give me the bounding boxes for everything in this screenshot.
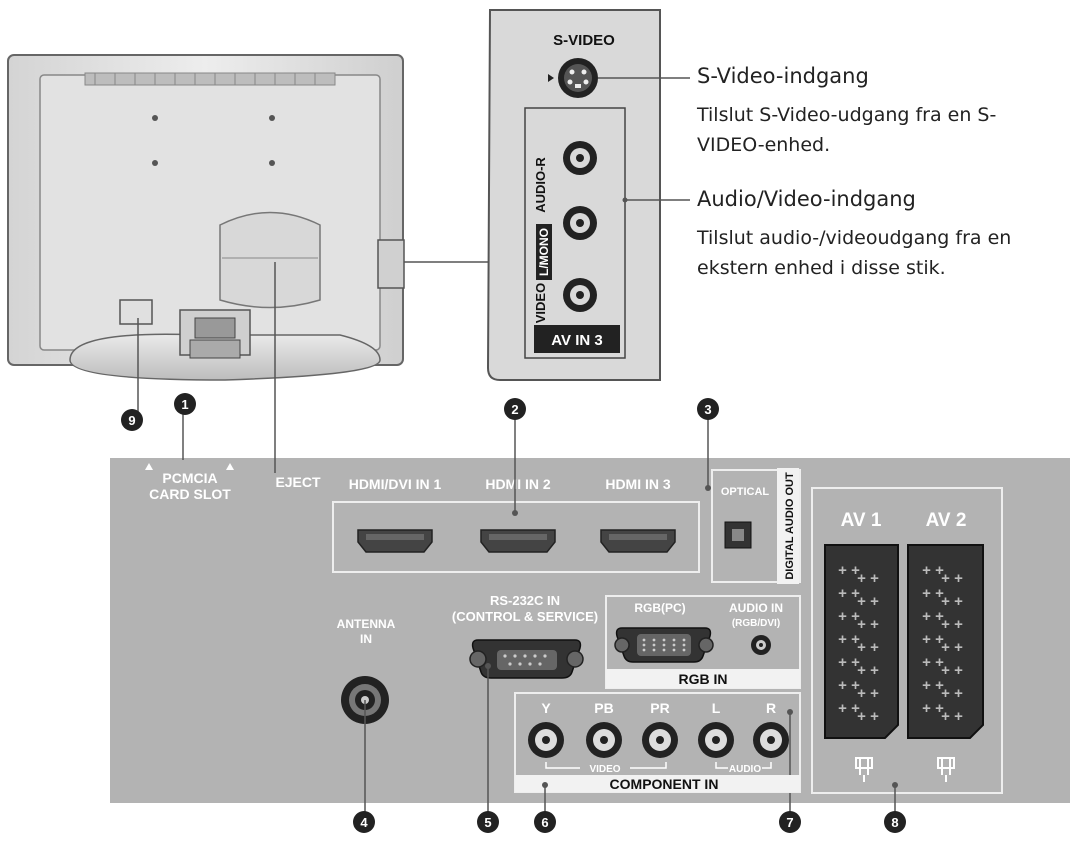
callout-8: 8 xyxy=(884,811,906,833)
svg-text:+ +: + + xyxy=(922,631,944,648)
rs232-label-2: (CONTROL & SERVICE) xyxy=(452,609,598,624)
mono-label: L/MONO xyxy=(537,228,551,276)
pcmcia-area: PCMCIA CARD SLOT EJECT xyxy=(145,262,321,502)
svg-text:+ +: + + xyxy=(838,654,860,671)
svg-text:8: 8 xyxy=(891,815,898,830)
component-in-label: COMPONENT IN xyxy=(610,776,719,792)
svg-text:+ +: + + xyxy=(857,685,879,702)
scart-area: AV 1 AV 2 + ++ + + ++ + + ++ + + ++ + + … xyxy=(811,487,1003,794)
svideo-caption-line2: VIDEO-enhed. xyxy=(697,134,831,156)
svg-text:3: 3 xyxy=(704,402,711,417)
svideo-caption-line1: Tilslut S-Video-udgang fra en S- xyxy=(697,104,997,126)
callout-9: 9 xyxy=(121,409,143,431)
antenna-area: ANTENNA IN xyxy=(337,617,396,812)
svg-text:+ +: + + xyxy=(857,570,879,587)
callout-1: 1 xyxy=(174,393,196,415)
svg-text:7: 7 xyxy=(786,815,793,830)
scart-icon xyxy=(855,757,955,782)
callout-7: 7 xyxy=(779,811,801,833)
av2-label: AV 2 xyxy=(926,510,967,531)
svg-text:+ +: + + xyxy=(941,708,963,725)
av-in3-label: AV IN 3 xyxy=(551,332,602,349)
comp-r-label: R xyxy=(766,700,776,716)
rgb-in-label: RGB IN xyxy=(679,671,728,687)
optical-area: OPTICAL DIGITAL AUDIO OUT xyxy=(711,468,801,584)
svg-text:+ +: + + xyxy=(941,593,963,610)
component-area: Y PB PR L R VIDEO AUDIO COMPONENT IN xyxy=(514,692,801,793)
svg-text:+ +: + + xyxy=(922,677,944,694)
av-caption-line2: ekstern enhed i disse stik. xyxy=(697,257,946,279)
audio-r-label: AUDIO-R xyxy=(533,157,548,213)
pcmcia-label-2: CARD SLOT xyxy=(149,486,231,502)
comp-pr-label: PR xyxy=(650,700,669,716)
svg-text:+ +: + + xyxy=(941,570,963,587)
comp-y-label: Y xyxy=(541,700,551,716)
audio-in-label-2: (RGB/DVI) xyxy=(732,618,780,629)
antenna-label-1: ANTENNA xyxy=(337,617,396,631)
callout-5: 5 xyxy=(477,811,499,833)
optical-label: OPTICAL xyxy=(721,486,770,498)
callout-4: 4 xyxy=(353,811,375,833)
comp-video-label: VIDEO xyxy=(589,764,620,775)
av-caption-line1: Tilslut audio-/videoudgang fra en xyxy=(697,227,1012,249)
svg-text:+ +: + + xyxy=(941,639,963,656)
av-caption-title: Audio/Video-indgang xyxy=(697,187,916,211)
av1-label: AV 1 xyxy=(841,510,882,531)
rgb-area: RGB(PC) AUDIO IN (RGB/DVI) RGB IN xyxy=(605,595,801,812)
svg-text:+ +: + + xyxy=(922,654,944,671)
svg-text:4: 4 xyxy=(360,815,368,830)
svg-text:+ +: + + xyxy=(922,585,944,602)
callout-markers: 9 1 2 3 4 5 6 7 8 xyxy=(121,393,906,833)
svg-text:1: 1 xyxy=(181,397,188,412)
svideo-caption-title: S-Video-indgang xyxy=(697,64,869,88)
svg-text:+ +: + + xyxy=(838,585,860,602)
tv-rear-illustration xyxy=(7,54,488,381)
rs232-label-1: RS-232C IN xyxy=(490,593,560,608)
digital-audio-out-label: DIGITAL AUDIO OUT xyxy=(784,472,796,580)
svg-text:+ +: + + xyxy=(838,700,860,717)
callout-2: 2 xyxy=(504,398,526,420)
rgb-pc-label: RGB(PC) xyxy=(634,601,685,615)
svg-text:+ +: + + xyxy=(838,677,860,694)
svg-text:+ +: + + xyxy=(838,631,860,648)
audio-in-label-1: AUDIO IN xyxy=(729,601,783,615)
comp-l-label: L xyxy=(712,700,721,716)
hdmi3-label: HDMI IN 3 xyxy=(605,476,671,492)
s-video-label: S-VIDEO xyxy=(553,32,615,49)
pcmcia-label-1: PCMCIA xyxy=(162,470,217,486)
svg-text:+ +: + + xyxy=(857,662,879,679)
svg-text:+ +: + + xyxy=(857,616,879,633)
svg-text:+ +: + + xyxy=(941,662,963,679)
callout-3: 3 xyxy=(697,398,719,420)
svg-text:9: 9 xyxy=(128,413,135,428)
svg-text:+ +: + + xyxy=(838,608,860,625)
svg-text:+ +: + + xyxy=(941,616,963,633)
svg-text:+ +: + + xyxy=(922,562,944,579)
svg-text:+ +: + + xyxy=(857,708,879,725)
svg-text:+ +: + + xyxy=(941,685,963,702)
rs232-area: RS-232C IN (CONTROL & SERVICE) xyxy=(452,593,598,679)
hdmi-area: HDMI/DVI IN 1 HDMI IN 2 HDMI IN 3 xyxy=(332,476,700,573)
svg-text:+ +: + + xyxy=(922,700,944,717)
svg-text:2: 2 xyxy=(511,402,518,417)
comp-audio-label: AUDIO xyxy=(729,764,761,775)
callout-6: 6 xyxy=(534,811,556,833)
svg-text:6: 6 xyxy=(541,815,548,830)
svg-text:+ +: + + xyxy=(838,562,860,579)
antenna-label-2: IN xyxy=(360,632,372,646)
hdmi2-label: HDMI IN 2 xyxy=(485,476,551,492)
hdmi1-label: HDMI/DVI IN 1 xyxy=(349,476,442,492)
svg-text:+ +: + + xyxy=(857,593,879,610)
side-input-panel: AV IN 3 S-VIDEO AUDIO-R L/MONO VIDEO xyxy=(486,9,690,381)
rear-connector-panel: PCMCIA CARD SLOT EJECT HDMI/DVI IN 1 HDM… xyxy=(110,262,1070,812)
comp-pb-label: PB xyxy=(594,700,613,716)
svg-text:+ +: + + xyxy=(857,639,879,656)
svg-text:5: 5 xyxy=(484,815,491,830)
video-label: VIDEO xyxy=(533,283,548,323)
eject-label: EJECT xyxy=(275,474,321,490)
svg-text:+ +: + + xyxy=(922,608,944,625)
